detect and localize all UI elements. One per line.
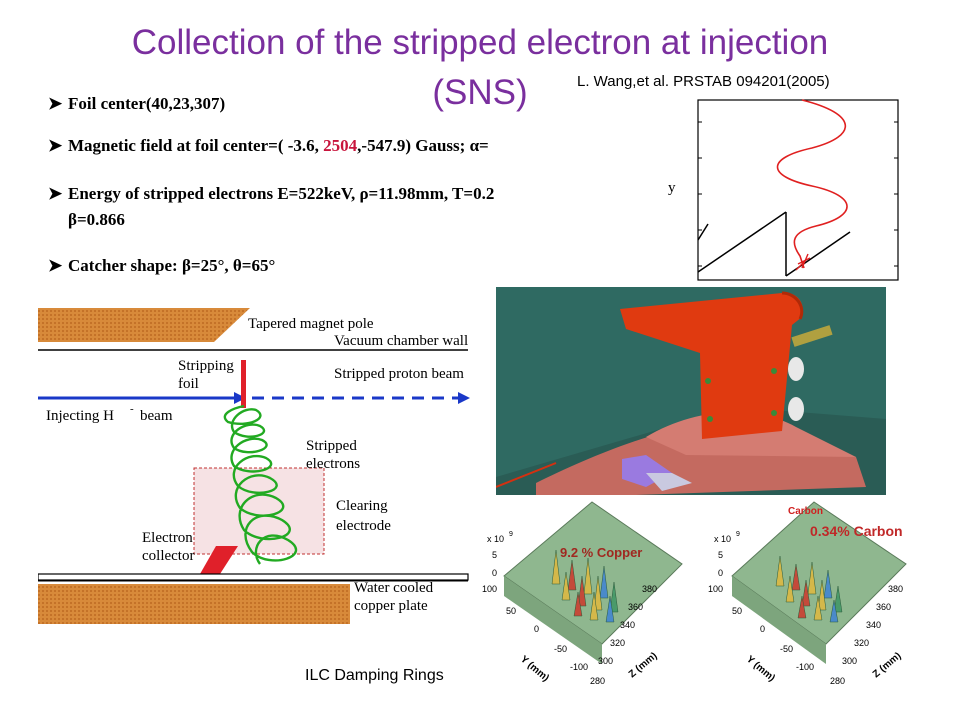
ztick-label: 280	[830, 676, 845, 686]
ytick: -100	[570, 662, 588, 672]
ztick-label: 320	[854, 638, 869, 648]
ztick-label: 340	[866, 620, 881, 630]
clearing-electrode	[193, 467, 325, 555]
y-axis-title: Y (mm)	[744, 654, 777, 684]
bullet-text: Foil center(40,23,307)	[68, 94, 226, 113]
ztick-label: 360	[876, 602, 891, 612]
ztick-label: 340	[620, 620, 635, 630]
stripping-foil	[241, 360, 246, 408]
ytick: 100	[708, 584, 723, 594]
bullet-text: Catcher shape: β=25°, θ=65°	[68, 256, 276, 275]
zscale-label: x 10	[714, 534, 731, 544]
title-line-2: (SNS)	[432, 73, 528, 112]
z-axis-title: Z (mm)	[627, 650, 660, 680]
label-collector: collector	[142, 548, 194, 564]
electron-collector	[200, 546, 238, 574]
label-copper-plate: copper plate	[354, 598, 428, 614]
surface-plot-copper: x 10 9 5 0 100 50 0 -50 -100 380 360 340…	[482, 501, 683, 686]
catcher-line-1	[697, 211, 787, 273]
surface-plot-carbon: Carbon 0.34% Carbon x 10 9 5 0 100 50 0 …	[708, 501, 907, 686]
y-axis-letter: y	[668, 180, 676, 196]
zscale-label: x 10	[487, 534, 504, 544]
electron-trajectory	[776, 99, 848, 269]
tapered-magnet-pole	[38, 308, 250, 342]
ztick-label: 380	[888, 584, 903, 594]
carbon-small-label: Carbon	[788, 506, 823, 517]
label-clearing: Clearing	[336, 498, 388, 514]
ztick-label: 380	[642, 584, 657, 594]
copper-plate-render	[536, 427, 866, 495]
z-axis-title: Z (mm)	[871, 650, 904, 680]
ztick: 0	[718, 568, 723, 578]
title-line-1: Collection of the stripped electron at i…	[131, 23, 829, 62]
ztick-label: 360	[628, 602, 643, 612]
y-axis-title: Y (mm)	[518, 654, 551, 684]
ztick-label: 320	[610, 638, 625, 648]
bullet-catcher-shape: ➤ Catcher shape: β=25°, θ=65°	[48, 256, 275, 276]
ztick: 5	[492, 550, 497, 560]
label-electron: Electron	[142, 530, 193, 546]
arrow-bullet-icon: ➤	[48, 136, 63, 155]
label-stripped: Stripped	[306, 438, 357, 454]
ytick: -50	[554, 644, 567, 654]
catcher-schematic: Tapered magnet pole Vacuum chamber wall …	[38, 308, 470, 624]
ztick-label: 300	[598, 656, 613, 666]
label-foil: foil	[178, 376, 199, 392]
label-stripping: Stripping	[178, 358, 234, 374]
water-cooled-copper-plate	[38, 584, 350, 624]
ytick: -100	[796, 662, 814, 672]
electron-trajectory-plot: y z	[662, 92, 906, 308]
label-tapered-pole: Tapered magnet pole	[248, 316, 374, 332]
arrow-bullet-icon: ➤	[48, 94, 63, 113]
arrow-bullet-icon: ➤	[48, 184, 63, 203]
ztick: 5	[718, 550, 723, 560]
bullet-text: ,-547.9) Gauss; α=	[357, 136, 489, 155]
highlight-value: 2504	[323, 136, 358, 155]
stripped-electron-path	[223, 404, 298, 565]
catcher-plate-render	[620, 292, 804, 439]
bullet-text: Energy of stripped electrons E=522keV, ρ…	[68, 184, 495, 203]
bullet-energy: ➤ Energy of stripped electrons E=522keV, …	[48, 184, 494, 204]
ytick: 0	[760, 624, 765, 634]
arrow-bullet-icon: ➤	[48, 256, 63, 275]
catcher-3d-render	[496, 287, 886, 495]
bullet-foil-center: ➤ Foil center(40,23,307)	[48, 94, 225, 114]
label-electrode: electrode	[336, 518, 391, 534]
zscale-exponent: 9	[509, 531, 513, 538]
reference-citation: L. Wang,et al. PRSTAB 094201(2005)	[577, 73, 830, 90]
ytick: 100	[482, 584, 497, 594]
footer-text: ILC Damping Rings	[305, 667, 444, 684]
zscale-exponent: 9	[736, 531, 740, 538]
ytick: -50	[780, 644, 793, 654]
ytick: 0	[534, 624, 539, 634]
label-chamber-wall: Vacuum chamber wall	[334, 333, 468, 349]
slide-title: Collection of the stripped electron at i…	[90, 18, 870, 118]
label-electrons: electrons	[306, 456, 360, 472]
bullet-text: Magnetic field at foil center=( -3.6,	[68, 136, 324, 155]
ytick: 50	[506, 606, 516, 616]
ytick: 50	[732, 606, 742, 616]
bullet-magnetic-field: ➤ Magnetic field at foil center=( -3.6, 2…	[48, 136, 489, 156]
label-water-cooled: Water cooled	[354, 580, 434, 596]
ztick-label: 280	[590, 676, 605, 686]
copper-label: 9.2 % Copper	[560, 545, 642, 560]
ztick: 0	[492, 568, 497, 578]
label-injecting: Injecting H	[46, 408, 114, 424]
label-minus: -	[130, 403, 134, 415]
label-proton-beam: Stripped proton beam	[334, 366, 464, 382]
ztick-label: 300	[842, 656, 857, 666]
label-beam: beam	[140, 408, 173, 424]
carbon-label: 0.34% Carbon	[810, 523, 903, 539]
bullet-beta: β=0.866	[68, 210, 125, 229]
